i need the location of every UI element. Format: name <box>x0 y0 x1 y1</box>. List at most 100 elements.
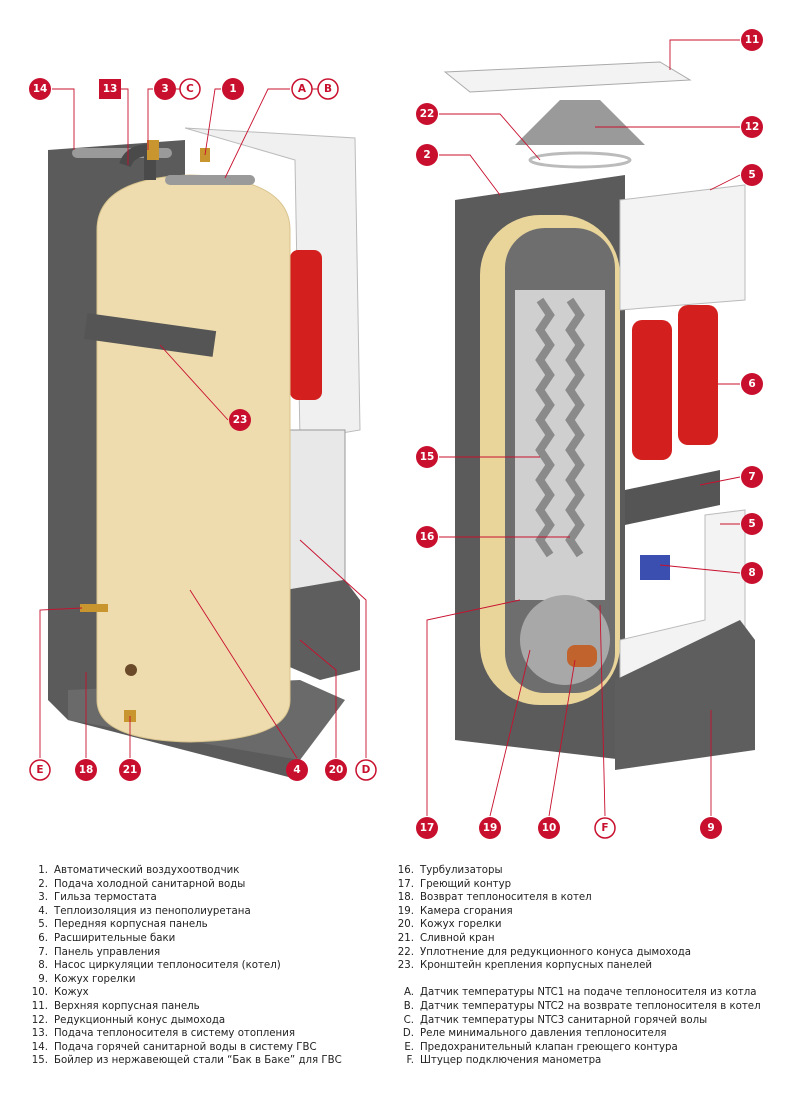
legend-item: 6. Расширительные баки <box>26 932 342 946</box>
control-panel <box>625 470 720 525</box>
thermostat-sleeve <box>147 140 159 160</box>
legend-text: Теплоизоляция из пенополиуретана <box>54 905 251 917</box>
svg-text:1: 1 <box>229 83 236 95</box>
legend-text: Возврат теплоносителя в котел <box>420 892 592 904</box>
callout-2: 2 <box>416 144 438 166</box>
legend-key: E. <box>404 1041 414 1053</box>
legend-key: C. <box>403 1014 414 1026</box>
callout-14: 14 <box>29 78 51 100</box>
safety-valve <box>80 604 108 612</box>
legend-key: 16. <box>397 865 414 876</box>
callout-10: 10 <box>538 817 560 839</box>
legend-item: E. Предохранительный клапан греющего конт… <box>392 1041 761 1055</box>
legend-item: 17.Греющий контур <box>392 878 761 892</box>
cold-water-pipe <box>165 175 255 185</box>
legend-text: Подача холодной санитарной воды <box>54 878 246 890</box>
callout-5-upper: 5 <box>741 164 763 186</box>
return-connection <box>125 664 137 676</box>
legend-item: 18.Возврат теплоносителя в котел <box>392 891 761 905</box>
legend-item: 10.Кожух <box>26 986 342 1000</box>
legend-key: 22. <box>397 946 414 958</box>
legend-item: B.Датчик температуры NTC2 на возврате те… <box>392 1000 761 1014</box>
callout-B: B <box>317 78 339 100</box>
legend-item: 9.Кожух горелки <box>26 973 342 987</box>
combustion-chamber <box>520 595 610 685</box>
left-boiler-illustration <box>48 127 361 780</box>
legend-item: 1.Автоматический воздухоотводчик <box>26 864 342 878</box>
svg-text:20: 20 <box>329 764 344 776</box>
legend-item: 19.Камера сгорания <box>392 905 761 919</box>
legend-item: 4. Теплоизоляция из пенополиуретана <box>26 905 342 919</box>
legend-key: 10. <box>31 987 48 999</box>
callout-1: 1 <box>222 78 244 100</box>
right-boiler-illustration <box>443 61 755 770</box>
svg-text:18: 18 <box>79 764 94 776</box>
svg-text:A: A <box>298 83 307 95</box>
legend-item: 21.Сливной кран <box>392 932 761 946</box>
legend-key: 3. <box>38 892 48 904</box>
legend-item: 20.Кожух горелки <box>392 918 761 932</box>
svg-text:23: 23 <box>233 414 248 426</box>
legend-item: 15.Бойлер из нержавеющей стали “Бак в Ба… <box>26 1054 342 1068</box>
svg-text:5: 5 <box>748 169 755 181</box>
expansion-tank <box>290 250 322 400</box>
legend-item: 3. Гильза термостата <box>26 891 342 905</box>
svg-text:C: C <box>186 83 194 95</box>
legend-text: Передняя корпусная панель <box>54 919 208 931</box>
callout-5-lower: 5 <box>741 513 763 535</box>
callout-4: 4 <box>286 759 308 781</box>
lower-side-panel <box>289 429 346 591</box>
legend-text: Расширительные баки <box>54 932 176 944</box>
callout-F: F <box>594 817 616 839</box>
legend-item: C. Датчик температуры NTC3 санитарной гор… <box>392 1014 761 1028</box>
legend-text: Насос циркуляции теплоносителя (котел) <box>54 960 281 972</box>
svg-text:8: 8 <box>748 567 755 579</box>
callout-12: 12 <box>741 116 763 138</box>
legend-item: D.Реле минимального давления теплоносите… <box>392 1027 761 1041</box>
svg-text:D: D <box>362 764 371 776</box>
callout-D: D <box>355 759 377 781</box>
legend-key: 21. <box>397 932 414 944</box>
legend-text: Датчик температуры NTC1 на подаче теплон… <box>420 987 757 999</box>
legend-key: 1. <box>38 865 48 876</box>
svg-text:19: 19 <box>483 822 498 834</box>
turbulator <box>565 297 585 558</box>
legend-item: 13.Подача теплоносителя в систему отопле… <box>26 1027 342 1041</box>
svg-text:4: 4 <box>293 764 300 776</box>
callout-8: 8 <box>741 562 763 584</box>
legend-text: Панель управления <box>54 946 161 958</box>
legend-key: 23. <box>397 960 414 972</box>
legend-text: Греющий контур <box>420 878 512 890</box>
expansion-tank-2 <box>678 305 718 445</box>
legend-key: D. <box>402 1028 414 1040</box>
svg-text:5: 5 <box>748 518 755 530</box>
flue-reducer-cone <box>515 100 645 145</box>
legend-key: 9. <box>38 973 48 985</box>
callout-22: 22 <box>416 103 438 125</box>
legend-text: Предохранительный клапан греющего контур… <box>420 1041 678 1053</box>
legend-text: Датчик температуры NTC3 санитарной горяч… <box>420 1014 708 1026</box>
legend-text: Гильза термостата <box>54 892 157 904</box>
callout-6: 6 <box>741 373 763 395</box>
legend-item: 2. Подача холодной санитарной воды <box>26 878 342 892</box>
legend-key: 11. <box>31 1000 48 1012</box>
callout-3: 3 <box>154 78 176 100</box>
legend-key: 4. <box>38 905 48 917</box>
legend-key: 8. <box>38 960 48 972</box>
legend-key: 6. <box>38 932 48 944</box>
callout-20: 20 <box>325 759 347 781</box>
legend-item: 23.Кронштейн крепления корпусных панелей <box>392 959 761 973</box>
legend-key: 5. <box>38 919 48 931</box>
svg-text:22: 22 <box>420 108 435 120</box>
legend-item: F.Штуцер подключения манометра <box>392 1054 761 1068</box>
burner-cover <box>567 645 597 667</box>
legend-key: 2. <box>38 878 48 890</box>
legend-text: Камера сгорания <box>420 905 513 917</box>
legend-key: B. <box>403 1000 414 1012</box>
cone-seal <box>528 151 632 169</box>
legend-text: Верхняя корпусная панель <box>54 1000 200 1012</box>
svg-text:E: E <box>36 764 43 776</box>
legend-item: 12.Редукционный конус дымохода <box>26 1014 342 1028</box>
